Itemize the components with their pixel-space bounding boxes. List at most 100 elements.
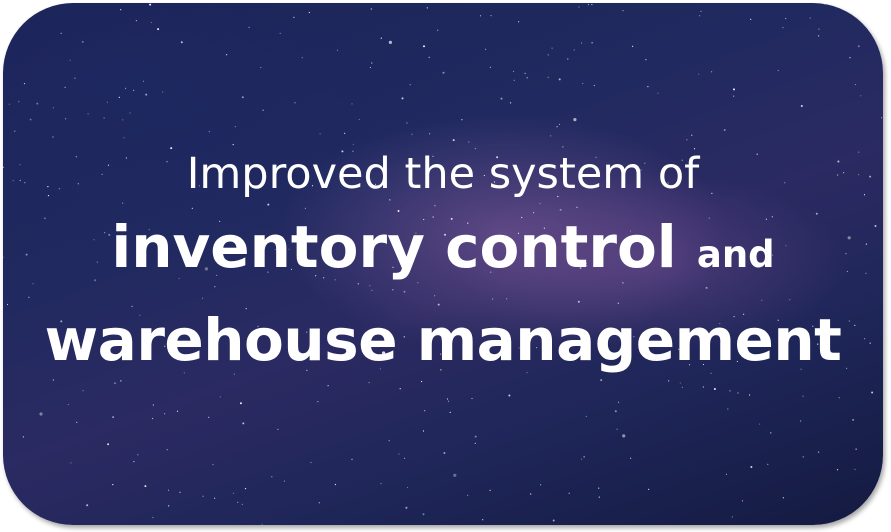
star: [500, 97, 503, 100]
star: [785, 245, 787, 247]
star: [869, 342, 871, 344]
star: [521, 216, 523, 219]
star: [729, 390, 731, 392]
star: [786, 353, 788, 355]
star: [388, 40, 392, 45]
star: [474, 148, 476, 150]
star: [214, 497, 216, 499]
star: [150, 21, 152, 24]
star: [824, 3, 826, 5]
star: [424, 410, 426, 412]
star: [782, 497, 785, 499]
star: [220, 254, 222, 256]
star: [392, 266, 394, 268]
star: [785, 17, 787, 20]
star: [518, 21, 520, 23]
star: [239, 402, 242, 405]
star: [582, 82, 584, 85]
star: [559, 208, 562, 211]
star: [267, 203, 270, 206]
star: [800, 105, 803, 107]
star: [397, 210, 400, 212]
star: [70, 462, 72, 464]
star: [346, 184, 349, 186]
star: [845, 253, 847, 255]
star: [479, 15, 482, 17]
star: [567, 58, 569, 60]
star: [474, 435, 477, 438]
star: [650, 258, 652, 261]
star: [686, 139, 688, 141]
star: [490, 15, 492, 17]
star: [170, 147, 173, 150]
star: [579, 267, 582, 269]
star: [800, 420, 802, 422]
star: [168, 505, 170, 507]
star: [423, 45, 425, 48]
star: [681, 159, 683, 161]
star: [450, 217, 453, 220]
star: [474, 442, 476, 444]
star: [294, 102, 296, 104]
star: [60, 320, 63, 323]
headline: Improved the system of inventory control…: [3, 143, 883, 383]
star: [244, 488, 247, 490]
star: [731, 516, 733, 518]
star: [858, 151, 860, 153]
star: [152, 404, 154, 406]
star: [489, 66, 491, 68]
star: [817, 343, 819, 345]
star: [133, 89, 135, 91]
star: [800, 368, 802, 370]
star: [422, 513, 425, 516]
star: [510, 102, 512, 104]
star: [106, 101, 108, 103]
star: [248, 26, 250, 28]
star: [164, 413, 166, 415]
star: [556, 126, 558, 128]
star: [131, 305, 133, 307]
star: [737, 392, 739, 394]
star: [442, 71, 445, 74]
star: [864, 338, 866, 340]
star: [76, 421, 78, 423]
star: [837, 174, 839, 176]
star: [226, 54, 228, 56]
star: [622, 10, 624, 12]
star: [467, 222, 469, 224]
star: [304, 207, 306, 209]
star: [711, 192, 713, 194]
star: [344, 132, 346, 134]
star: [782, 27, 784, 29]
star: [369, 66, 371, 69]
star: [306, 369, 308, 371]
star: [517, 232, 520, 234]
star: [101, 173, 103, 175]
star: [166, 343, 168, 345]
star: [600, 379, 603, 382]
star: [871, 391, 874, 394]
star: [371, 289, 373, 291]
star: [152, 417, 154, 420]
star: [58, 188, 61, 190]
star: [311, 185, 314, 187]
star: [96, 261, 98, 263]
star: [667, 182, 669, 184]
star: [380, 37, 382, 39]
star: [257, 325, 259, 327]
star: [232, 144, 234, 146]
star: [114, 382, 116, 385]
star: [232, 492, 235, 494]
star: [74, 77, 76, 79]
starfield-background: [3, 3, 883, 525]
star: [583, 456, 585, 458]
star: [863, 194, 866, 196]
star: [167, 489, 170, 491]
star: [591, 42, 593, 44]
star: [584, 262, 587, 265]
star: [558, 78, 561, 81]
star: [82, 390, 84, 392]
star: [22, 436, 24, 438]
star: [64, 86, 66, 88]
star: [380, 483, 382, 485]
